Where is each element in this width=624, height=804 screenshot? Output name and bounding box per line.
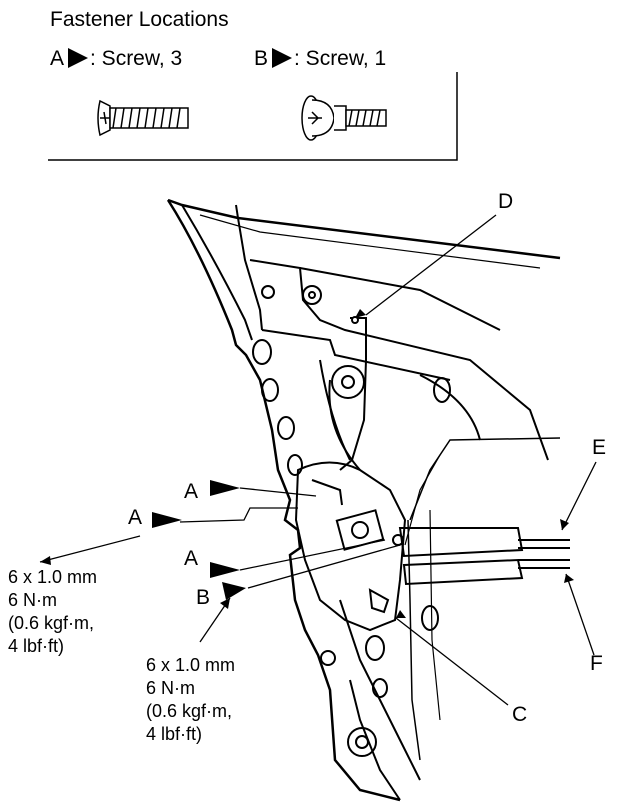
legend-b-text: : Screw, 1 — [294, 47, 387, 70]
callout-c: C — [512, 703, 528, 726]
legend-border — [48, 72, 458, 161]
legend-a-text: : Screw, 3 — [90, 47, 183, 70]
callout-e: E — [592, 436, 607, 459]
legend-row-a: A : Screw, 3 — [50, 47, 182, 70]
arrow-a1-icon — [210, 480, 240, 496]
screw-a-icon — [97, 99, 189, 137]
solid-triangle-icon — [272, 48, 293, 68]
legend-b-letter: B — [254, 47, 269, 70]
arrow-b-icon — [222, 582, 246, 600]
screw-b-icon — [301, 95, 387, 141]
solid-triangle-icon — [68, 48, 89, 68]
callout-d: D — [498, 190, 514, 213]
arrow-a2-icon — [152, 512, 182, 528]
callout-a2: A — [128, 506, 143, 529]
legend-row-b: B : Screw, 1 — [254, 47, 386, 70]
arrow-a3-icon — [210, 562, 240, 578]
torque-spec-b: 6 x 1.0 mm 6 N·m (0.6 kgf·m, 4 lbf·ft) — [146, 655, 236, 744]
legend-title: Fastener Locations — [50, 8, 229, 31]
torque-spec-a: 6 x 1.0 mm 6 N·m (0.6 kgf·m, 4 lbf·ft) — [8, 567, 98, 656]
leader-arrowheads — [40, 309, 574, 618]
leader-lines — [39, 214, 597, 706]
door-panel-drawing — [166, 198, 570, 802]
legend-a-letter: A — [50, 47, 65, 70]
callout-f: F — [590, 652, 603, 675]
callout-b: B — [196, 586, 211, 609]
callout-a1: A — [184, 480, 199, 503]
callout-a3: A — [184, 547, 199, 570]
